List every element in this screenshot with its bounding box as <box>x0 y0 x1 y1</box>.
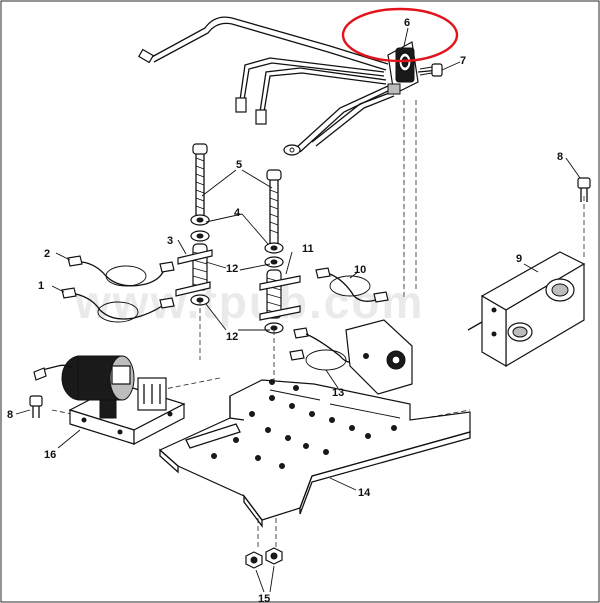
connector-plug <box>387 41 419 95</box>
mounting-holes <box>211 379 397 469</box>
callout-9: 9 <box>516 253 522 265</box>
highlight-circle <box>341 7 459 63</box>
cable-10 <box>315 267 389 303</box>
callout-2: 2 <box>44 248 50 260</box>
nuts-15 <box>245 547 283 569</box>
callout-1: 1 <box>38 280 44 292</box>
cable-2 <box>67 255 175 287</box>
callout-7: 7 <box>460 55 466 67</box>
base-plate-14 <box>158 379 471 528</box>
callout-14: 14 <box>358 487 371 499</box>
callout-5: 5 <box>236 159 242 171</box>
callout-8-left: 8 <box>7 409 13 421</box>
bracket-plate <box>345 319 413 395</box>
callout-12-upper: 12 <box>226 263 238 275</box>
callout-11: 11 <box>302 243 314 255</box>
relay-cover-9 <box>467 251 586 368</box>
terminal-strips <box>175 249 301 321</box>
callout-8-right: 8 <box>557 151 563 163</box>
screw-7 <box>417 63 443 77</box>
cable-13 <box>289 327 359 371</box>
callout-3: 3 <box>167 235 173 247</box>
callout-12-lower: 12 <box>226 331 238 343</box>
callout-10: 10 <box>354 264 366 276</box>
callout-16: 16 <box>44 449 56 461</box>
wiring-harness <box>137 16 395 156</box>
callout-4: 4 <box>234 207 241 219</box>
screw-8-right <box>577 177 591 202</box>
watermark: www.tpub.com <box>74 276 424 328</box>
bolts-5 <box>192 143 282 250</box>
callout-15: 15 <box>258 593 270 603</box>
screw-8-left <box>29 395 43 418</box>
callout-labels: 1 2 3 4 5 6 7 8 8 9 10 11 12 12 13 14 15… <box>7 17 563 603</box>
callout-6: 6 <box>404 17 410 29</box>
callout-13: 13 <box>332 387 344 399</box>
cable-1 <box>61 287 175 323</box>
leader-lines <box>15 27 581 593</box>
solenoid-16 <box>33 355 186 445</box>
